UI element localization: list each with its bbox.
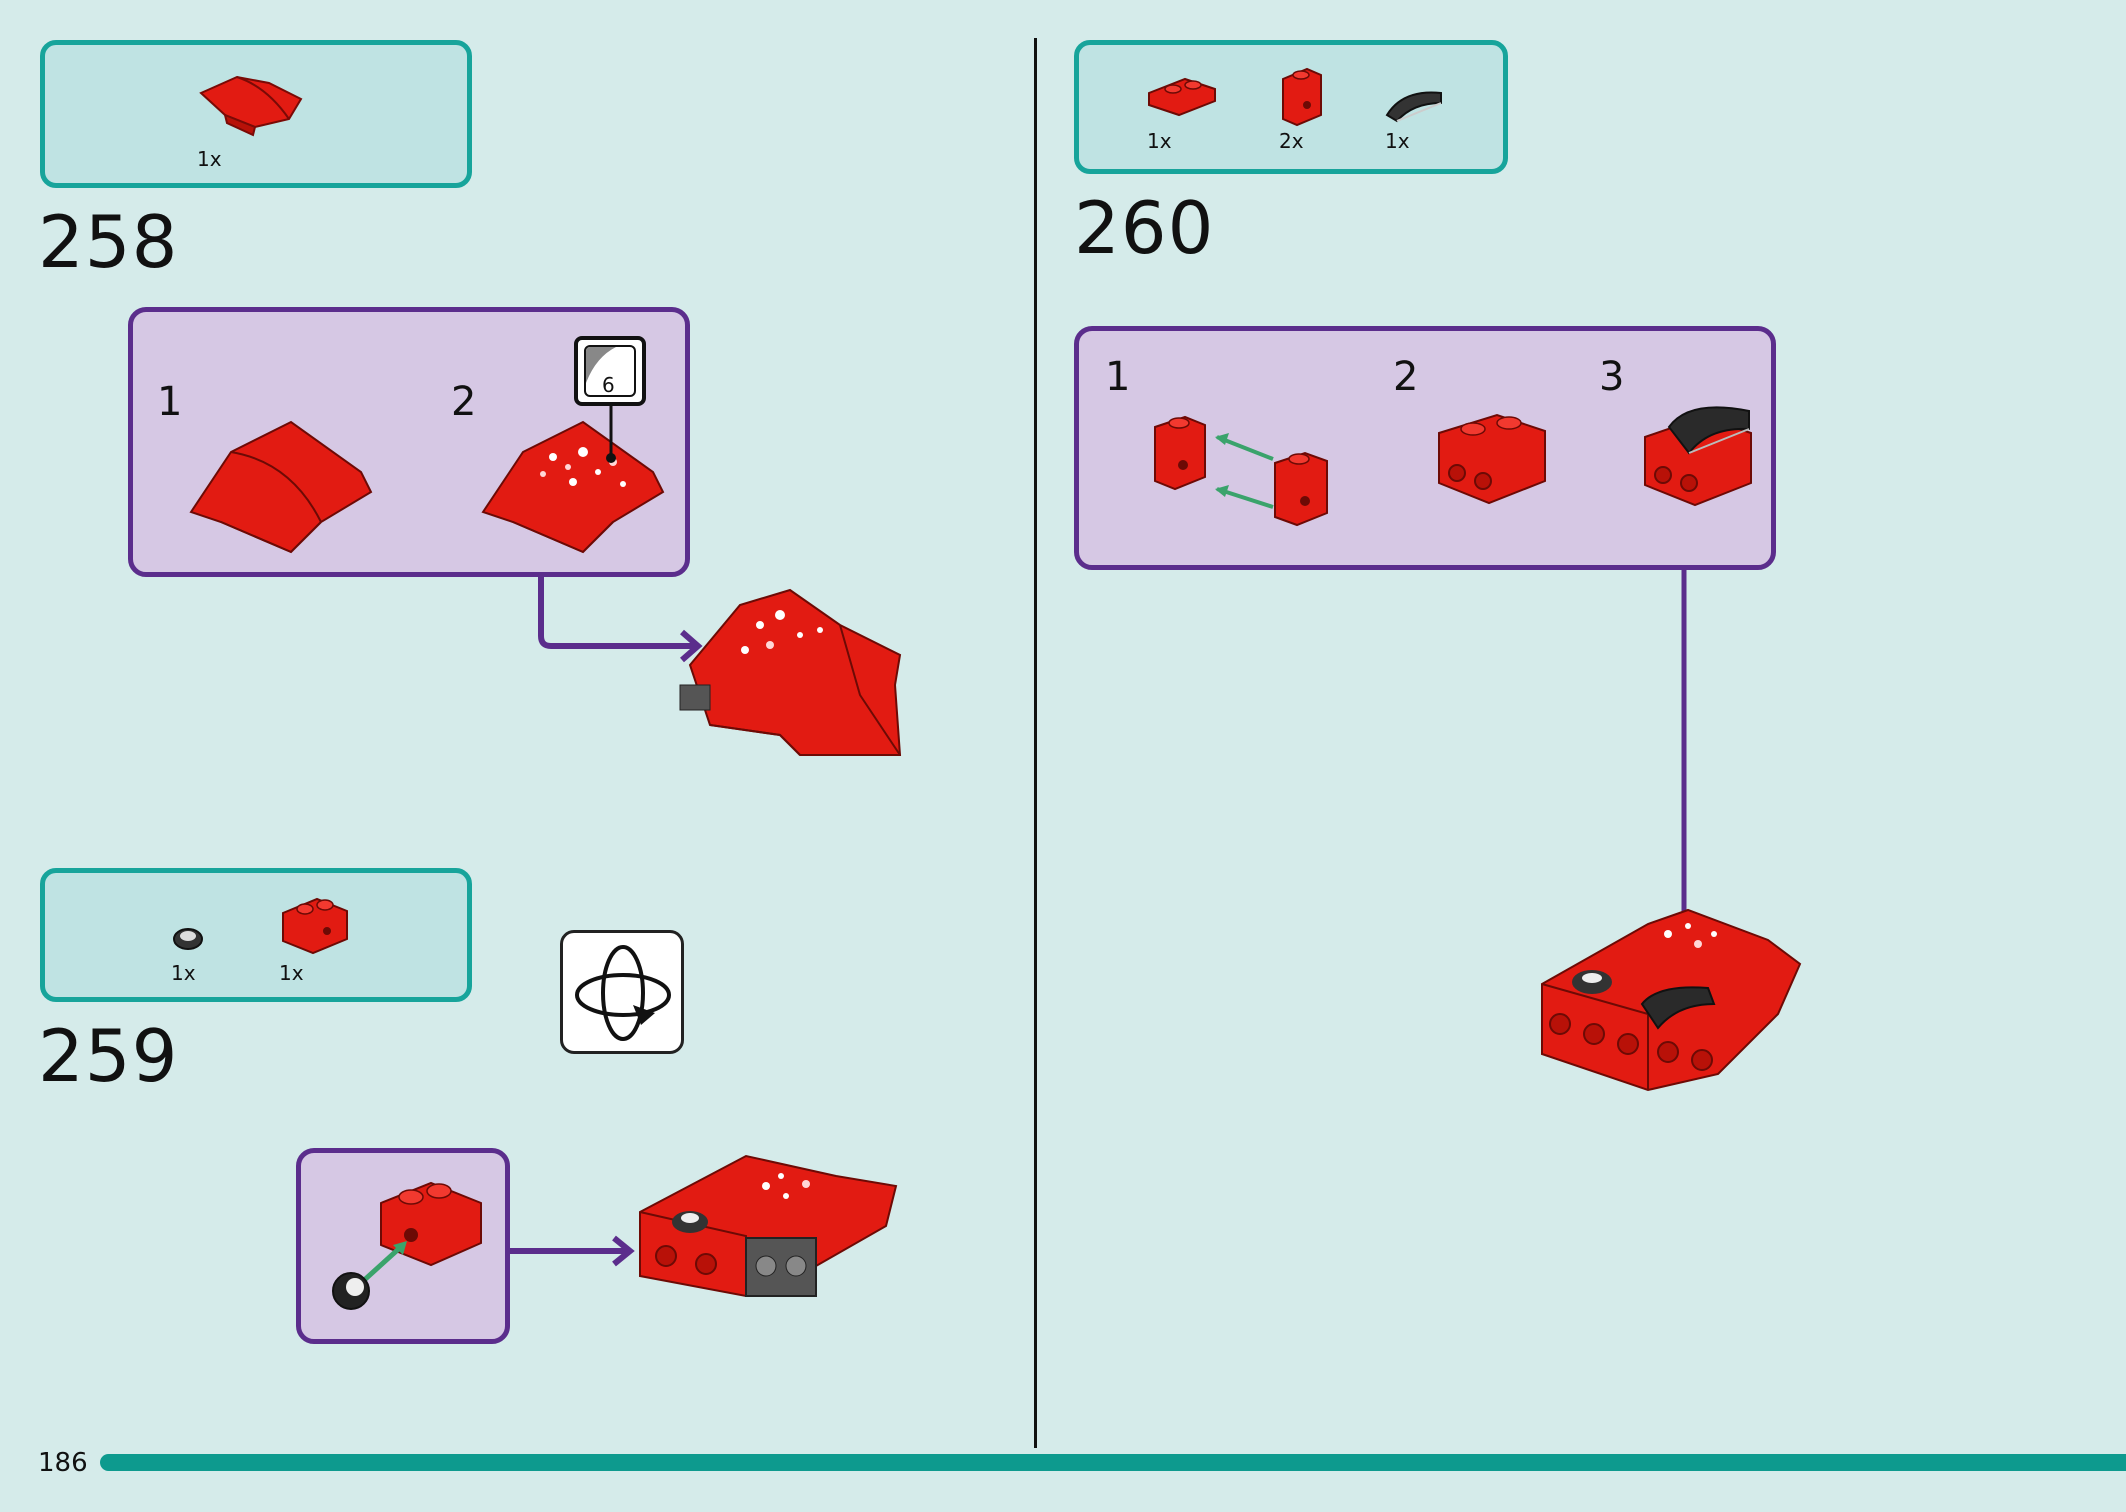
step-260-result-model: [1541, 908, 1802, 1092]
substep-number: 3: [1599, 354, 1625, 400]
step-260-parts-box: 1x 2x 1x: [1074, 40, 1508, 174]
step-259-substep-box: [296, 1148, 510, 1344]
sticker-number: 6: [602, 373, 615, 397]
black-round-tile-part-icon: [173, 928, 203, 950]
column-divider: [1034, 38, 1037, 1448]
step-number: 258: [38, 200, 179, 284]
red-plate-part-icon: [1148, 77, 1216, 117]
sticker-icon: 6: [584, 345, 636, 397]
red-curved-wedge-with-sticker-icon: [481, 420, 665, 554]
part-qty: 1x: [171, 961, 196, 985]
step-258-result-model: [679, 588, 902, 756]
sticker-leader-line: [606, 404, 616, 463]
substep-number: 1: [1105, 354, 1131, 400]
substep-number: 1: [157, 379, 183, 425]
red-brick-assembly-icon: [1438, 413, 1546, 505]
brick-with-round-tile-icon: [332, 1181, 482, 1310]
part-qty: 2x: [1279, 129, 1304, 153]
step-259-arrow: [508, 1235, 635, 1267]
step-258-parts-box: 1x: [40, 40, 472, 188]
step-259-result-model: [639, 1154, 898, 1298]
step-number: 260: [1074, 186, 1215, 270]
part-qty: 1x: [1147, 129, 1172, 153]
rotate-model-icon: [560, 930, 684, 1054]
part-qty: 1x: [279, 961, 304, 985]
red-curved-wedge-icon: [189, 420, 373, 554]
red-brick-with-black-tile-icon: [1644, 406, 1752, 507]
step-259-parts-box: 1x 1x: [40, 868, 472, 1002]
sticker-callout: 6: [574, 336, 646, 406]
progress-bar: [100, 1454, 2126, 1471]
part-qty: 1x: [197, 147, 222, 171]
red-brick-with-stud-part-icon: [282, 897, 348, 955]
black-quarter-tile-part-icon: [1385, 91, 1442, 123]
red-bracket-part-icon: [1282, 67, 1322, 127]
red-curved-wedge-part-icon: [199, 75, 303, 137]
substep-number: 2: [1393, 354, 1419, 400]
step-258-arrow: [538, 576, 703, 663]
part-qty: 1x: [1385, 129, 1410, 153]
step-260-substep-box: 1 2 3: [1074, 326, 1776, 570]
page-number: 186: [38, 1448, 88, 1478]
step-number: 259: [38, 1014, 179, 1098]
two-red-brackets-icon: [1154, 415, 1328, 527]
substep-number: 2: [451, 379, 477, 425]
